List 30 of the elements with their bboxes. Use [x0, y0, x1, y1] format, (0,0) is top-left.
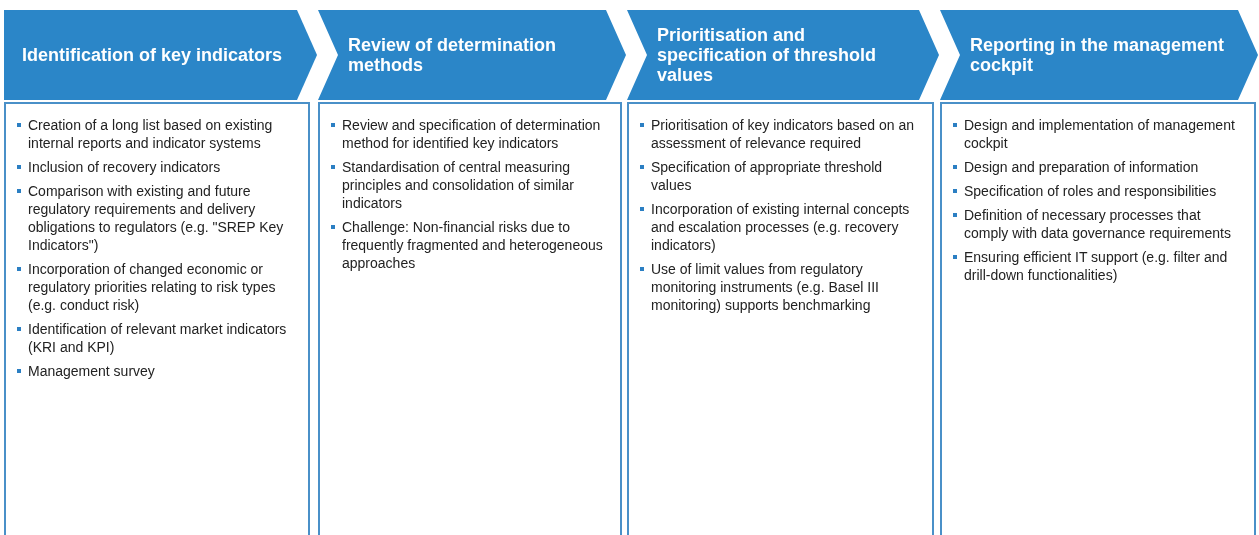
bullet-item: Creation of a long list based on existing internal reports and indicator systems	[16, 116, 298, 152]
bullet-item: Review and specification of determination method for identified key indicators	[330, 116, 610, 152]
bullet-item: Definition of necessary processes that comply with data governance requirements	[952, 206, 1244, 242]
step-header	[318, 10, 626, 100]
bullet-item: Design and implementation of management cockpit	[952, 116, 1244, 152]
content-panel	[940, 102, 1256, 535]
content-panel	[318, 102, 622, 535]
bullet-item: Management survey	[16, 362, 298, 380]
step-heading: Identification of key indicators	[22, 45, 284, 65]
bullet-item: Prioritisation of key indicators based on an assessment of relevance required	[639, 116, 922, 152]
bullet-item: Design and preparation of information	[952, 158, 1244, 176]
bullet-item: Comparison with existing and future regulatory requirements and delivery obligations to regulators (e.g. "SREP Key Indicators")	[16, 182, 298, 254]
bullet-item: Specification of appropriate threshold values	[639, 158, 922, 194]
content-panel	[627, 102, 934, 535]
step-heading: Prioritisation and specification of threshold values	[657, 25, 878, 85]
bullet-item: Ensuring efficient IT support (e.g. filter and drill-down functionalities)	[952, 248, 1244, 284]
bullet-item: Challenge: Non-financial risks due to frequently fragmented and heterogeneous approaches	[330, 218, 610, 272]
content-panel	[4, 102, 310, 535]
bullet-item: Use of limit values from regulatory monitoring instruments (e.g. Basel III monitoring) supports benchmarking	[639, 260, 922, 314]
bullet-item: Standardisation of central measuring principles and consolidation of similar indicators	[330, 158, 610, 212]
step-header	[4, 10, 317, 100]
bullet-item: Inclusion of recovery indicators	[16, 158, 298, 176]
bullet-item: Identification of relevant market indicators (KRI and KPI)	[16, 320, 298, 356]
bullet-item: Incorporation of changed economic or regulatory priorities relating to risk types (e.g. conduct risk)	[16, 260, 298, 314]
step-header	[627, 10, 939, 100]
bullet-item: Specification of roles and responsibilities	[952, 182, 1244, 200]
step-header	[940, 10, 1258, 100]
step-heading: Review of determination methods	[348, 35, 558, 75]
bullet-item: Incorporation of existing internal concepts and escalation processes (e.g. recovery indicators)	[639, 200, 922, 254]
step-heading: Reporting in the management cockpit	[970, 35, 1226, 75]
